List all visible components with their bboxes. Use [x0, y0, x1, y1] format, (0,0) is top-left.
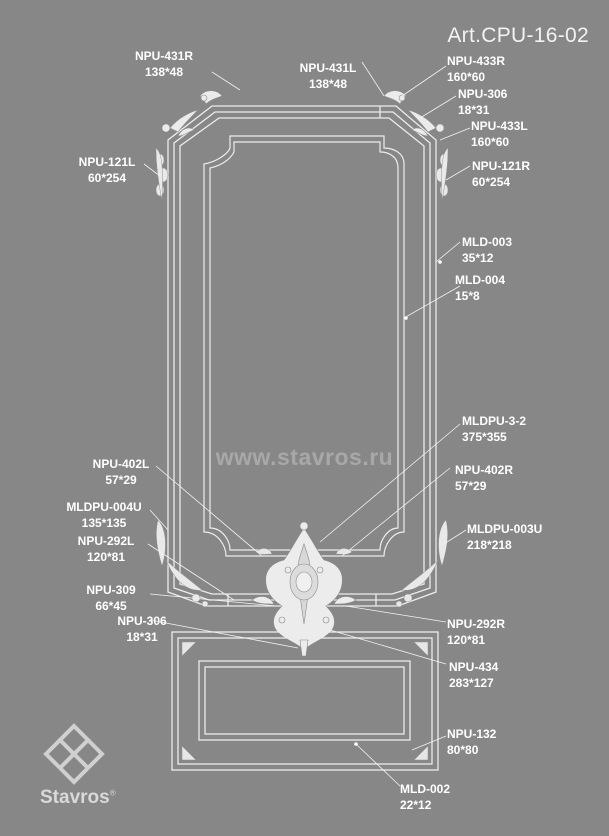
lower-panel-corner-rosettes: [181, 641, 429, 761]
watermark-url: www.stavros.ru: [215, 444, 394, 470]
callout-dimensions: 80*80: [447, 743, 479, 757]
callout-code: NPU-306: [117, 614, 167, 628]
callout-mldpu-003u: MLDPU-003U 218*218: [467, 521, 542, 553]
callout-mldpu-3-2: MLDPU-3-2 375*355: [462, 413, 526, 445]
callout-dimensions: 15*8: [455, 289, 480, 303]
callout-code: MLDPU-003U: [467, 522, 543, 536]
center-cartouche: [251, 521, 357, 657]
callout-npu-433l: NPU-433L 160*60: [471, 118, 528, 150]
callout-code: NPU-292R: [447, 617, 506, 631]
callout-code: NPU-309: [86, 583, 136, 597]
callout-dimensions: 66*45: [95, 599, 127, 613]
callout-npu-431r: NPU-431R 138*48: [127, 48, 201, 80]
right-pendant-ornament: [435, 147, 449, 201]
callout-dimensions: 57*29: [455, 479, 487, 493]
callout-dimensions: 35*12: [462, 251, 494, 265]
callout-npu-306-bottom: NPU-306 18*31: [106, 613, 178, 645]
stavros-logo-icon: [43, 723, 105, 785]
callout-dimensions: 138*48: [144, 65, 184, 79]
leader-lines: [143, 61, 471, 787]
callout-code: NPU-132: [447, 727, 497, 741]
callout-dimensions: 18*31: [126, 630, 158, 644]
callout-code: MLD-003: [462, 235, 513, 249]
right-lower-side-ornament: [395, 519, 448, 608]
registered-mark: ®: [109, 788, 116, 798]
callout-dimensions: 120*81: [447, 633, 486, 647]
callout-npu-306-top: NPU-306 18*31: [458, 86, 507, 118]
callout-code: MLD-004: [455, 273, 506, 287]
callout-code: NPU-306: [458, 87, 508, 101]
callout-code: MLD-002: [400, 782, 451, 796]
callout-code: NPU-402R: [455, 463, 514, 477]
callout-dimensions: 120*81: [86, 550, 126, 564]
callout-npu-292l: NPU-292L 120*81: [66, 533, 146, 565]
left-lower-side-ornament: [156, 519, 209, 608]
logo-wordmark: Stavros®: [40, 787, 116, 809]
callout-code: NPU-433R: [447, 54, 506, 68]
logo-name: Stavros: [40, 787, 110, 808]
lower-panel: [171, 631, 439, 771]
callout-npu-121l: NPU-121L 60*254: [70, 154, 144, 186]
small-corner-brackets: [255, 548, 353, 555]
callout-dimensions: 160*60: [471, 135, 510, 149]
callout-code: NPU-433L: [471, 119, 528, 133]
callout-mld-004: MLD-004 15*8: [455, 272, 505, 304]
callout-dimensions: 160*60: [447, 70, 486, 84]
callout-dimensions: 60*254: [472, 175, 511, 189]
top-left-corner-ornament: [161, 90, 223, 137]
callout-npu-431l: NPU-431L 138*48: [292, 60, 364, 92]
left-pendant-ornament: [155, 147, 169, 201]
article-number: Art.CPU-16-02: [447, 24, 589, 47]
callout-mld-002: MLD-002 22*12: [400, 781, 450, 813]
callout-dimensions: 218*218: [467, 538, 512, 552]
leader-dots: [354, 260, 442, 746]
callout-dimensions: 135*135: [81, 516, 127, 530]
callout-dimensions: 283*127: [449, 676, 494, 690]
callout-dimensions: 375*355: [462, 430, 507, 444]
callout-dimensions: 57*29: [105, 473, 137, 487]
callout-npu-402l: NPU-402L 57*29: [86, 456, 156, 488]
callout-mld-003: MLD-003 35*12: [462, 234, 512, 266]
callout-npu-292r: NPU-292R 120*81: [447, 616, 505, 648]
callout-dimensions: 60*254: [87, 171, 127, 185]
callout-npu-433r: NPU-433R 160*60: [447, 53, 505, 85]
callout-npu-309: NPU-309 66*45: [74, 582, 148, 614]
callout-code: NPU-402L: [92, 457, 150, 471]
top-right-corner-ornament: [383, 90, 445, 137]
callout-code: NPU-431L: [299, 61, 357, 75]
callout-code: NPU-121R: [472, 159, 531, 173]
callout-code: NPU-431R: [134, 49, 194, 63]
callout-code: NPU-292L: [77, 534, 135, 548]
callout-code: NPU-121L: [78, 155, 136, 169]
callout-dimensions: 18*31: [458, 103, 490, 117]
callout-code: NPU-434: [449, 660, 499, 674]
callout-code: MLDPU-3-2: [462, 414, 527, 428]
callout-npu-132: NPU-132 80*80: [447, 726, 496, 758]
callout-code: MLDPU-004U: [66, 500, 142, 514]
callout-dimensions: 138*48: [308, 77, 348, 91]
upper-panel-inner-frame: [203, 135, 405, 557]
callout-mldpu-004u: MLDPU-004U 135*135: [56, 499, 152, 531]
callout-dimensions: 22*12: [400, 798, 432, 812]
callout-npu-434: NPU-434 283*127: [449, 659, 498, 691]
callout-npu-402r: NPU-402R 57*29: [455, 462, 513, 494]
callout-npu-121r: NPU-121R 60*254: [472, 158, 530, 190]
